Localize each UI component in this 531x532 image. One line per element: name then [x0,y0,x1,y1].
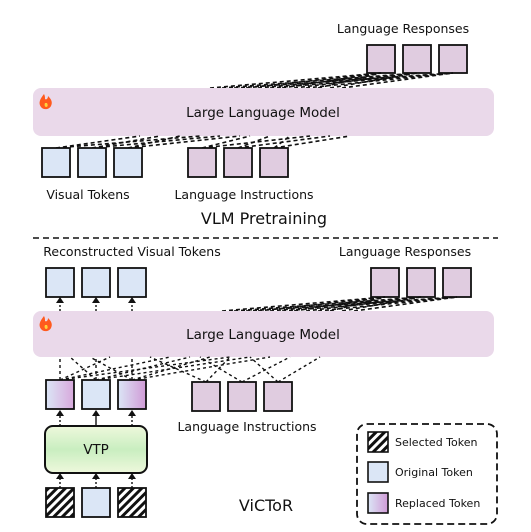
top-language-instructions-label: Language Instructions [174,187,313,202]
legend-border [356,423,498,525]
reconstructed-token [45,267,75,298]
visual-token [41,147,71,178]
flame-icon [39,94,52,110]
legend-original-swatch [367,461,389,483]
instruction-token [259,147,289,178]
instruction-token [227,381,257,412]
original-token [81,487,111,518]
instruction-token [191,381,221,412]
instruction-token [263,381,293,412]
vtp-output-tokens [45,379,147,410]
response-token [438,44,468,74]
reconstructed-visual-tokens [45,267,147,298]
top-visual-tokens [41,147,143,178]
visual-token [113,147,143,178]
bottom-llm-box [33,311,494,357]
legend-selected-swatch [367,431,389,453]
top-instruction-tokens [187,147,289,178]
instruction-token [187,147,217,178]
selected-token [45,487,75,518]
replaced-token [45,379,75,410]
legend-selected-label: Selected Token [395,436,478,449]
response-token [442,267,472,298]
top-llm-box [33,88,494,136]
top-llm-label: Large Language Model [186,105,340,121]
visual-token [77,147,107,178]
bottom-instruction-tokens [191,381,293,412]
reconstruction-arrow-heads [56,297,136,303]
top-response-tokens [366,44,468,74]
bottom-llm-label: Large Language Model [186,327,340,343]
input-to-vtp-arrow-heads [56,473,136,479]
legend-replaced-swatch [367,492,389,514]
legend-original-label: Original Token [395,466,473,479]
legend: Selected Token Original Token Replaced T… [356,423,498,525]
reconstructed-token [117,267,147,298]
vtp-input-tokens [45,487,147,518]
bottom-input-connectors [59,356,321,383]
flame-icon [39,316,52,332]
response-token [406,267,436,298]
reconstructed-token [81,267,111,298]
vtp-label: VTP [83,442,109,458]
bottom-response-connectors [221,296,458,312]
legend-replaced-label: Replaced Token [395,497,480,510]
response-token [366,44,396,74]
top-input-connectors [55,135,351,149]
bottom-language-responses-label: Language Responses [339,244,471,259]
top-section-title: VLM Pretraining [201,209,327,228]
reconstructed-visual-tokens-label: Reconstructed Visual Tokens [43,244,220,259]
top-response-connectors [209,72,454,89]
bottom-section-title: ViCToR [239,496,293,515]
bottom-language-instructions-label: Language Instructions [177,419,316,434]
vtp-to-token-arrow-heads [56,410,136,416]
bottom-response-tokens [370,267,472,298]
top-language-responses-label: Language Responses [337,21,469,36]
response-token [370,267,400,298]
original-token [81,379,111,410]
top-visual-tokens-label: Visual Tokens [46,187,129,202]
replaced-token [117,379,147,410]
instruction-token [223,147,253,178]
response-token [402,44,432,74]
selected-token [117,487,147,518]
